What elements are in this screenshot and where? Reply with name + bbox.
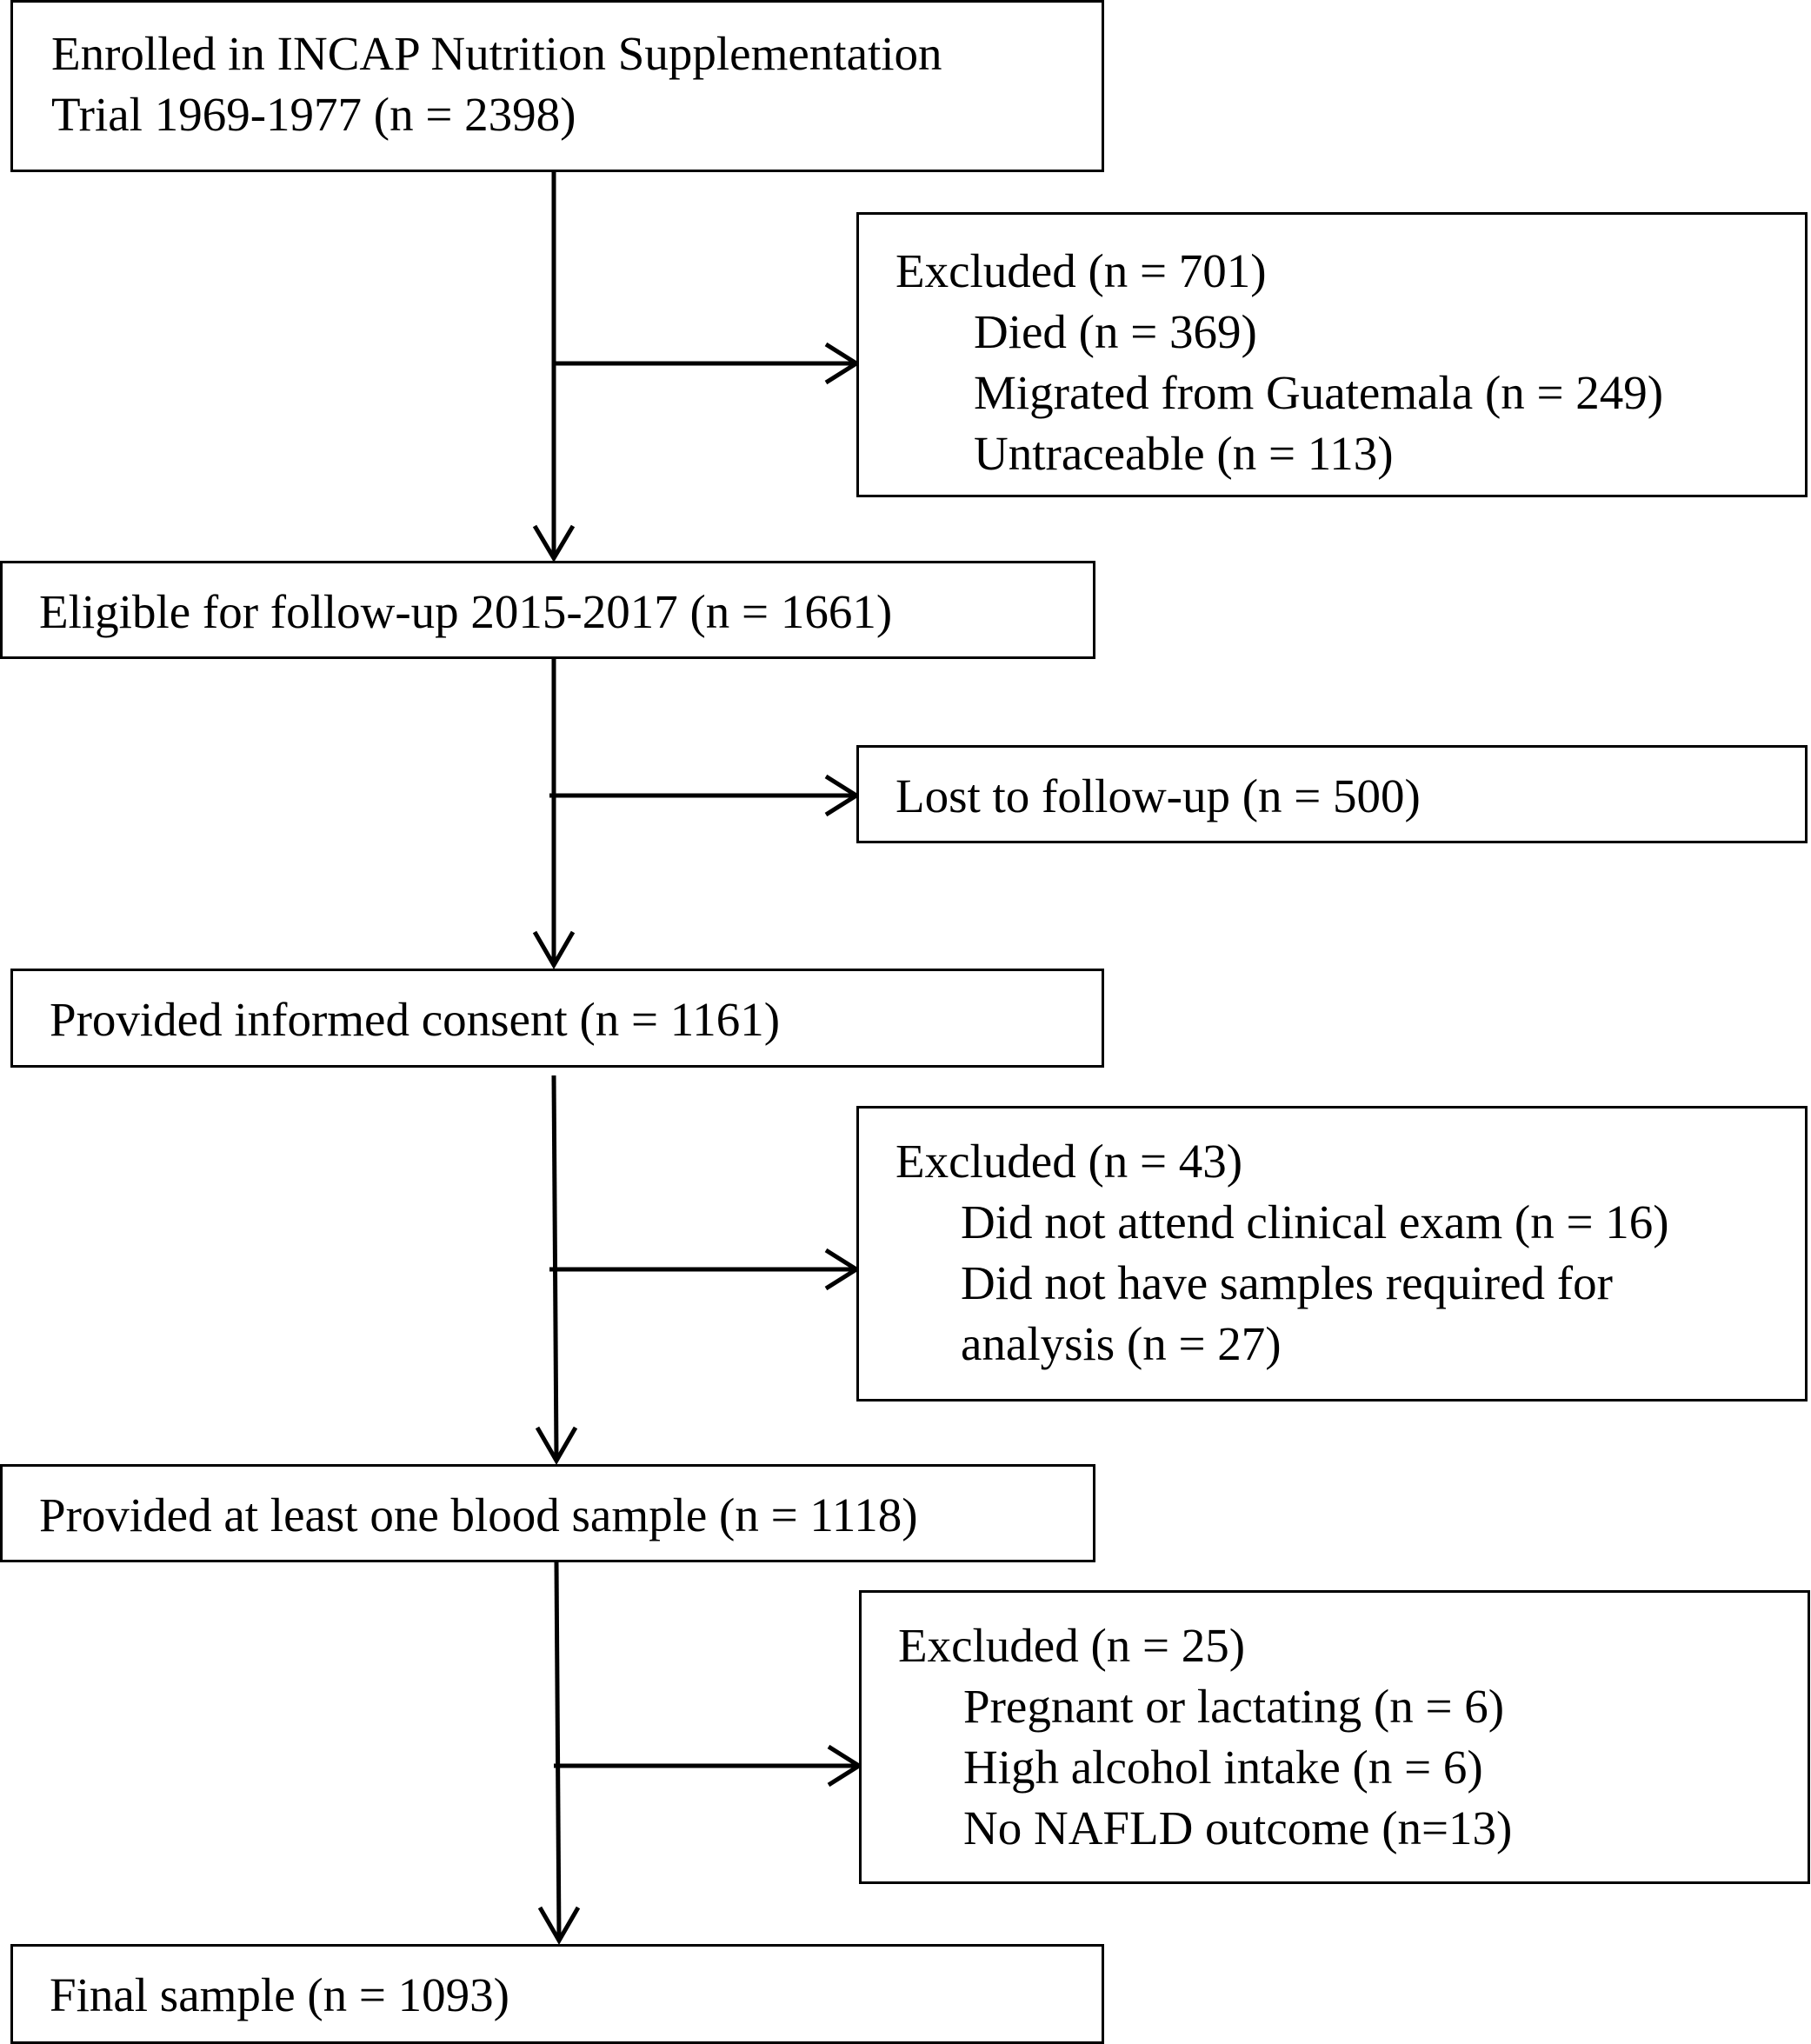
eligible-box: Eligible for follow-up 2015-2017 (n = 16… [0, 561, 1095, 659]
final-label: Final sample (n = 1093) [50, 1968, 509, 2021]
exclusion-2-header: Excluded (n = 43) [896, 1135, 1243, 1188]
exclusion-box-3: Excluded (n = 25) Pregnant or lactating … [859, 1590, 1810, 1884]
exclusion-1-item-untraceable: Untraceable (n = 113) [974, 427, 1394, 480]
exclusion-box-1: Excluded (n = 701) Died (n = 369) Migrat… [856, 212, 1808, 497]
exclusion-3-item-nafld: No NAFLD outcome (n=13) [963, 1801, 1513, 1854]
consent-label: Provided informed consent (n = 1161) [50, 993, 781, 1046]
consent-box: Provided informed consent (n = 1161) [10, 969, 1104, 1068]
blood-label: Provided at least one blood sample (n = … [39, 1488, 918, 1541]
exclusion-1-item-died: Died (n = 369) [974, 305, 1257, 358]
exclusion-2-item-samples-line-2: analysis (n = 27) [961, 1317, 1282, 1370]
spine-4 [554, 1561, 562, 1940]
enrolled-box: Enrolled in INCAP Nutrition Supplementat… [10, 0, 1104, 172]
lost-to-follow-up-box: Lost to follow-up (n = 500) [856, 745, 1808, 843]
exclusion-3-header: Excluded (n = 25) [898, 1619, 1246, 1672]
lost-label: Lost to follow-up (n = 500) [896, 769, 1421, 822]
arrowhead-down-4 [537, 1906, 581, 1945]
exclusion-box-2: Excluded (n = 43) Did not attend clinica… [856, 1106, 1808, 1402]
arrowhead-down-1 [532, 524, 576, 563]
exclusion-3-item-alcohol: High alcohol intake (n = 6) [963, 1741, 1483, 1794]
exclusion-2-item-clinical-exam: Did not attend clinical exam (n = 16) [961, 1195, 1669, 1248]
enrolled-line-2: Trial 1969-1977 (n = 2398) [51, 88, 576, 141]
exclusion-2-item-samples-line-1: Did not have samples required for [961, 1256, 1613, 1309]
exclusion-3-item-pregnant: Pregnant or lactating (n = 6) [963, 1680, 1505, 1733]
exclusion-1-header: Excluded (n = 701) [896, 244, 1267, 297]
eligible-label: Eligible for follow-up 2015-2017 (n = 16… [39, 585, 893, 638]
blood-sample-box: Provided at least one blood sample (n = … [0, 1464, 1095, 1562]
arrowhead-down-2 [532, 930, 576, 969]
enrolled-line-1: Enrolled in INCAP Nutrition Supplementat… [51, 27, 942, 80]
exclusion-1-item-migrated: Migrated from Guatemala (n = 249) [974, 366, 1664, 419]
arrowhead-down-3 [535, 1426, 578, 1465]
final-sample-box: Final sample (n = 1093) [10, 1944, 1104, 2044]
